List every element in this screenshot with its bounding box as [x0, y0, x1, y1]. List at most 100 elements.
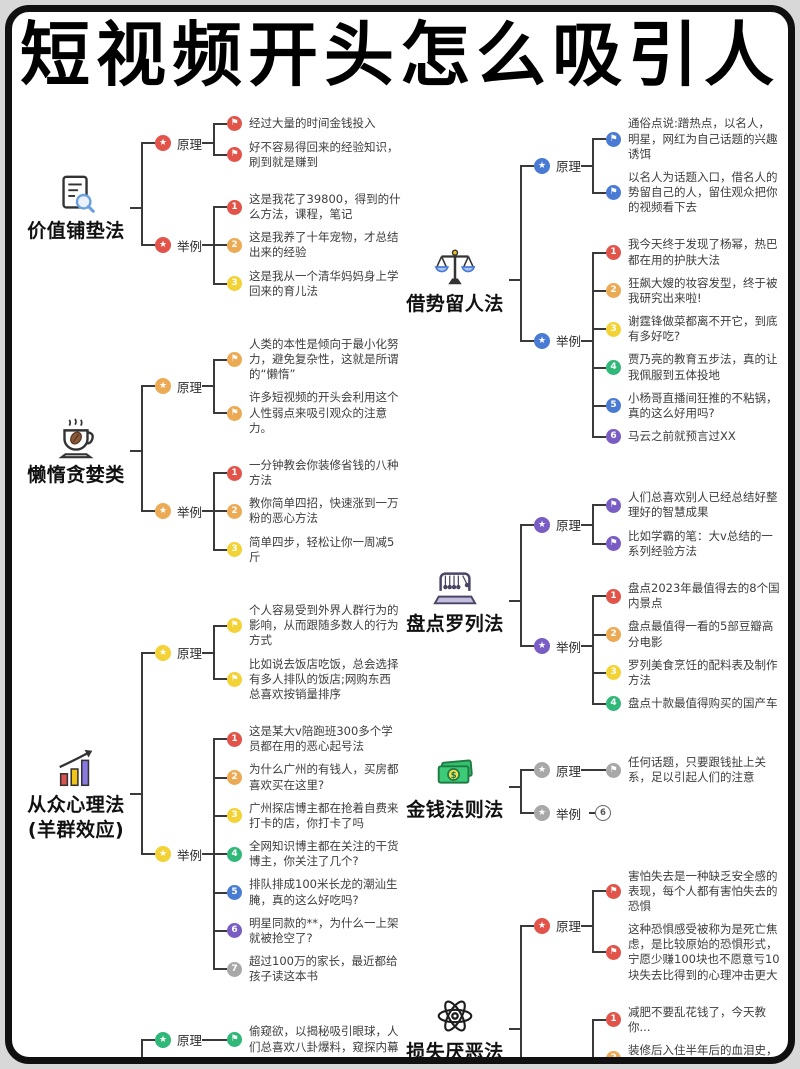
- connector-line: [581, 645, 593, 648]
- connector-line: [589, 812, 596, 815]
- section-head: $ 金钱法则法: [401, 751, 509, 822]
- number-badge: 1: [606, 245, 622, 261]
- flag-icon: ⚑: [606, 944, 622, 960]
- leaf-item: 2 狂飙大嫂的妆容发型，终于被我研究出来啦!: [592, 271, 780, 311]
- leaf-text: 谢霆锋做菜都离不开它，到底有多好吃?: [628, 314, 778, 344]
- poster-frame: 短视频开头怎么吸引人 价值铺垫法 ★ 原理 ⚑ 经过大量的时间金钱投入 ⚑: [5, 5, 795, 1064]
- flag-icon: ⚑: [227, 147, 243, 163]
- mindmap-section: 借势留人法 ★ 原理 ⚑ 通俗点说:蹭热点，以名人，明星，网红为自己话题的兴趣诱…: [401, 105, 780, 455]
- mindmap-section: 损失厌恶法 ★ 原理 ⚑ 害怕失去是一种缺乏安全感的表现，每个人都有害怕失去的恐…: [401, 858, 780, 1057]
- number-badge: 2: [606, 627, 622, 643]
- connector-line: [202, 853, 214, 856]
- collapsed-badge: 6: [589, 805, 612, 822]
- leaf-item: ⚑ 以名人为话题入口，借名人的势留自己的人，留住观众把你的视频看下去: [592, 165, 780, 220]
- leaf-text: 许多短视频的开头会利用这个人性弱点来吸引观众的注意力。: [249, 390, 399, 435]
- mindmap-section: $ 金钱法则法 ★ 原理 ⚑ 任何话题，只要跟钱扯上关系，足以引起人们的注意 ★…: [401, 744, 780, 829]
- flag-icon: ⚑: [227, 352, 243, 368]
- leaf-item: ⚑ 害怕失去是一种缺乏安全感的表现，每个人都有害怕失去的恐惧: [592, 865, 780, 919]
- leaf-item: 3 简单四步，轻松让你一周减5斤: [213, 530, 401, 569]
- leaf-text: 比如学霸的笔：大v总结的一系列经验方法: [628, 528, 773, 558]
- flag-icon: ⚑: [227, 671, 243, 687]
- connector-line: [581, 164, 593, 167]
- flag-icon: ⚑: [227, 618, 243, 634]
- number-badge: 1: [227, 465, 243, 481]
- column-left: 价值铺垫法 ★ 原理 ⚑ 经过大量的时间金钱投入 ⚑ 好不容易得回来的经验知识，…: [22, 105, 401, 1057]
- number-badge: 1: [606, 588, 622, 604]
- branch-example: ★ 举例 1 盘点2023年最值得去的8个国内景点 2 盘点最值得一看的5部豆瓣…: [520, 570, 780, 722]
- coffee-cup-icon: [58, 417, 94, 458]
- branch-label: 原理: [177, 1033, 203, 1049]
- branch-principle: ★ 原理 ⚑ 任何话题，只要跟钱扯上关系，足以引起人们的注意: [520, 744, 780, 797]
- number-badge: 1: [227, 731, 243, 747]
- leaf-item: 1 减肥不要乱花钱了，今天教你...: [592, 1001, 780, 1040]
- number-badge: 2: [606, 1050, 622, 1057]
- star-icon: ★: [534, 516, 550, 533]
- section-head: 盘点罗列法: [401, 565, 509, 636]
- flag-icon: ⚑: [227, 405, 243, 421]
- leaf-text: 比如说去饭店吃饭，总会选择有多人排队的饭店;网购东西总喜欢按销量排序: [249, 656, 399, 701]
- page-title: 短视频开头怎么吸引人: [20, 14, 780, 96]
- connector-line: [130, 449, 141, 452]
- leaf-text: 盘点最值得一看的5部豆瓣高分电影: [628, 619, 774, 649]
- connector-line: [202, 510, 214, 513]
- leaf-text: 害怕失去是一种缺乏安全感的表现，每个人都有害怕失去的恐惧: [628, 868, 778, 913]
- star-icon: ★: [534, 917, 550, 934]
- number-badge: 2: [227, 770, 243, 786]
- leaf-item: 3 广州探店博主都在抢着自费来打卡的店，你打卡了吗: [213, 796, 401, 836]
- leaf-item: ⚑ 偷窥欲，以揭秘吸引眼球，人们总喜欢八卦爆料，窥探内幕: [213, 1020, 401, 1057]
- leaf-text: 罗列美食烹饪的配料表及制作方法: [628, 657, 778, 687]
- branch-label: 举例: [177, 504, 203, 520]
- star-icon: ★: [534, 157, 550, 174]
- flag-icon: ⚑: [606, 762, 622, 778]
- atom-icon: [437, 1000, 473, 1032]
- flag-icon: ⚑: [227, 116, 243, 132]
- branch-label: 原理: [556, 518, 582, 534]
- number-badge: 3: [606, 321, 622, 337]
- section-title: 金钱法则法: [406, 799, 504, 822]
- branch-node: ★ 原理: [155, 377, 202, 396]
- section-icon: [53, 416, 99, 462]
- leaf-item: 2 为什么广州的有钱人，买房都喜欢买在这里?: [213, 758, 401, 798]
- branch-example: ★ 举例 1 一分钟教会你装修省钱的八种方法 2 教你简单四招，快速涨到一万粉的…: [141, 446, 401, 576]
- leaf-text: 狂飙大嫂的妆容发型，终于被我研究出来啦!: [628, 275, 778, 305]
- leaf-item: ⚑ 比如学霸的笔：大v总结的一系列经验方法: [592, 524, 780, 563]
- leaf-item: ⚑ 通俗点说:蹭热点，以名人，明星，网红为自己话题的兴趣诱饵: [592, 112, 780, 166]
- branch-principle: ★ 原理 ⚑ 个人容易受到外界人群行为的影响，从而跟随多数人的行为方式 ⚑ 比如…: [141, 592, 401, 714]
- leaf-item: ⚑ 人们总喜欢别人已经总结好整理好的智慧成果: [592, 486, 780, 526]
- mindmap-section: 盘点罗列法 ★ 原理 ⚑ 人们总喜欢别人已经总结好整理好的智慧成果 ⚑ 比如学霸…: [401, 479, 780, 722]
- number-badge: 4: [606, 360, 622, 376]
- section-title: 从众心理法: [27, 793, 125, 816]
- column-right: 借势留人法 ★ 原理 ⚑ 通俗点说:蹭热点，以名人，明星，网红为自己话题的兴趣诱…: [401, 105, 780, 1057]
- section-title: 价值铺垫法: [27, 220, 125, 243]
- leaf-item: 2 这是我养了十年宠物，才总结出来的经验: [213, 226, 401, 265]
- section-head: 价值铺垫法: [22, 172, 130, 243]
- leaf-text: 好不容易得回来的经验知识，刷到就是赚到: [249, 139, 399, 169]
- section-icon: [53, 172, 99, 218]
- branch-node: ★ 原理: [534, 916, 581, 935]
- section-icon: [53, 746, 99, 792]
- newtons-cradle-icon: [433, 572, 477, 605]
- leaf-item: 1 这是某大v陪跑班300多个学员都在用的恶心起号法: [213, 720, 401, 759]
- leaf-item: 3 谢霆锋做菜都离不开它，到底有多好吃?: [592, 310, 780, 349]
- branch-label: 举例: [556, 334, 582, 350]
- collapsed-count-badge: 6: [595, 805, 612, 822]
- leaf-item: 2 教你简单四招，快速涨到一万粉的恶心方法: [213, 492, 401, 532]
- leaf-item: 4 贾乃亮的教育五步法，真的让我佩服到五体投地: [592, 348, 780, 388]
- leaf-text: 减肥不要乱花钱了，今天教你...: [628, 1004, 767, 1034]
- star-icon: ★: [155, 503, 171, 520]
- connector-line: [581, 339, 593, 342]
- leaf-text: 排队排成100米长龙的潮汕生腌，真的这么好吃吗?: [249, 877, 398, 907]
- flag-icon: ⚑: [606, 185, 622, 201]
- branch-label: 原理: [177, 646, 203, 662]
- connector-line: [581, 769, 593, 772]
- leaf-text: 一分钟教会你装修省钱的八种方法: [249, 457, 399, 488]
- leaf-item: 3 这是我从一个清华妈妈身上学回来的育儿法: [213, 264, 401, 303]
- branch-node: ★ 原理: [534, 761, 581, 780]
- connector-line: [202, 651, 214, 654]
- leaf-text: 任何话题，只要跟钱扯上关系，足以引起人们的注意: [628, 755, 767, 785]
- branch-node: ★ 举例: [155, 236, 202, 255]
- branch-label: 原理: [556, 763, 582, 779]
- connector-line: [202, 1038, 214, 1041]
- connector-line: [202, 142, 214, 145]
- leaf-item: ⚑ 许多短视频的开头会利用这个人性弱点来吸引观众的注意力。: [213, 386, 401, 440]
